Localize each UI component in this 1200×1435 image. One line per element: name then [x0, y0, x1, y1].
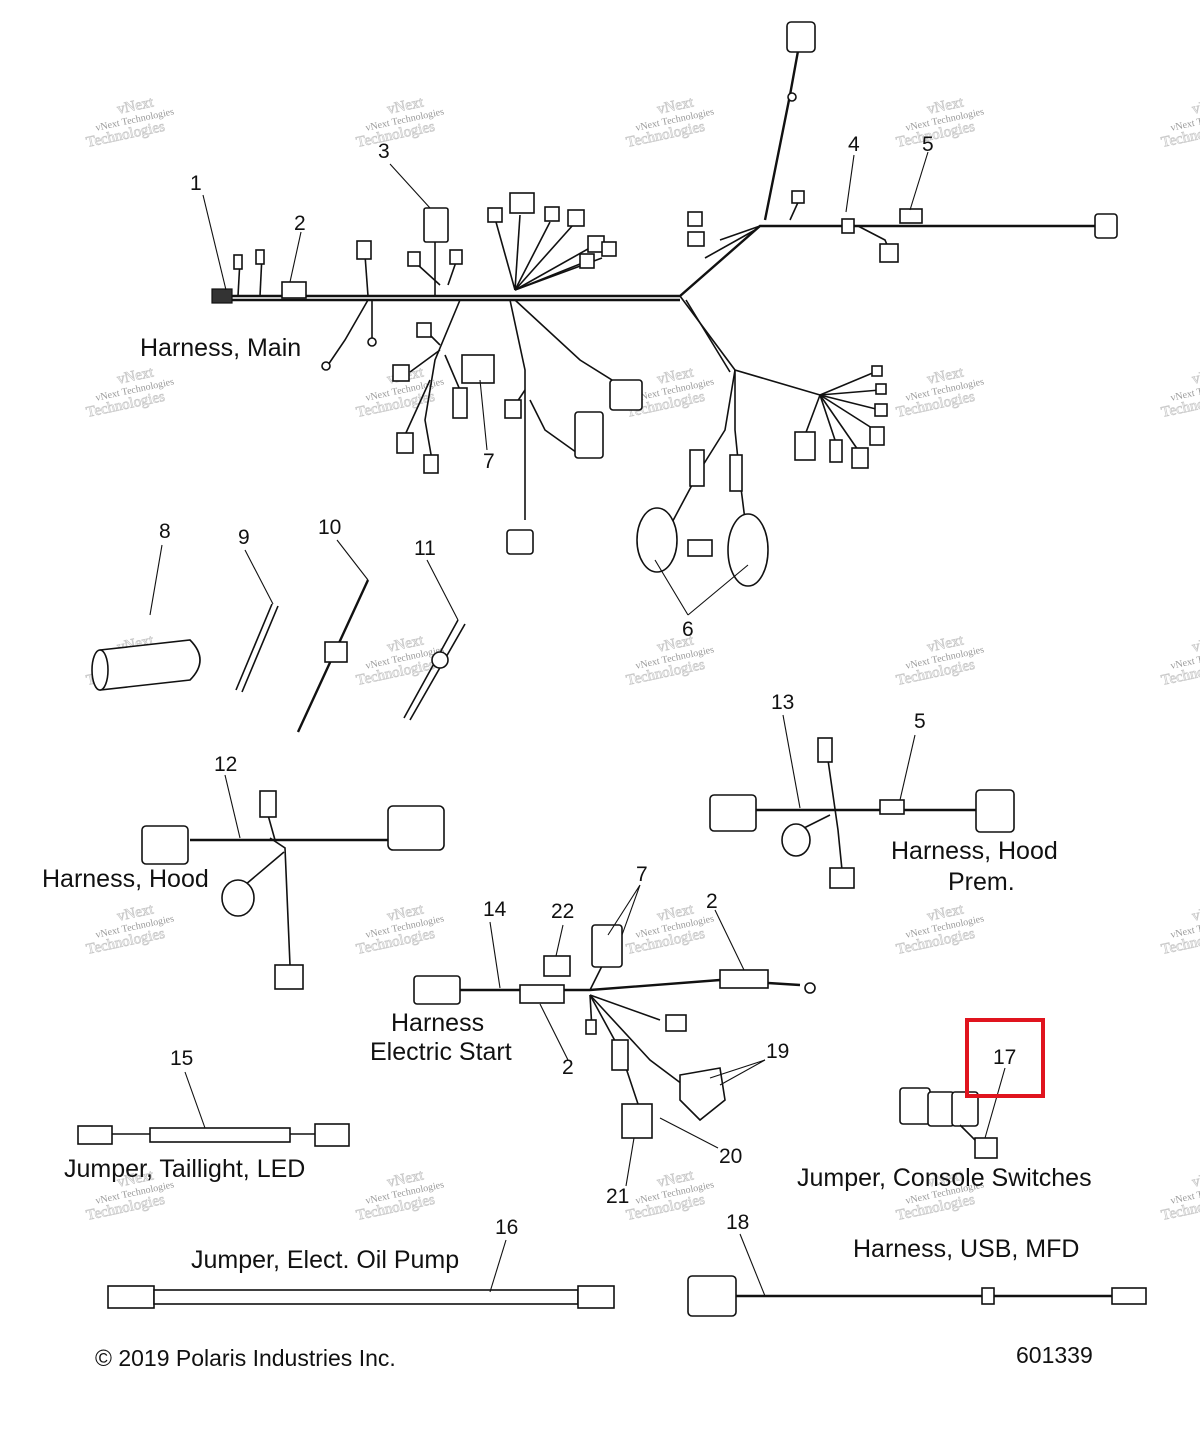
jumper-oil-pump-drawing[interactable]	[107, 1285, 615, 1309]
harness-hood-drawing[interactable]	[141, 790, 445, 990]
highlight-box	[965, 1018, 1045, 1098]
harness-usb-drawing[interactable]	[687, 1275, 1147, 1317]
svg-text:vNext: vNext	[1191, 364, 1200, 387]
callout-18[interactable]: 18	[726, 1211, 749, 1234]
callout-17[interactable]: 17	[993, 1046, 1016, 1069]
leader-lines	[149, 151, 1006, 1297]
svg-text:vNext: vNext	[1191, 632, 1200, 655]
captions: Harness, Main Harness, Hood Harness, Hoo…	[42, 334, 1092, 1274]
caption-electric-start-1: Harness	[391, 1009, 484, 1037]
harness-electric-start-drawing[interactable]	[413, 924, 816, 1139]
callout-5b[interactable]: 5	[914, 710, 926, 733]
callout-15[interactable]: 15	[170, 1047, 193, 1070]
callout-1[interactable]: 1	[190, 172, 202, 195]
callout-19[interactable]: 19	[766, 1040, 789, 1063]
callout-4[interactable]: 4	[848, 133, 860, 156]
caption-harness-usb: Harness, USB, MFD	[853, 1235, 1079, 1263]
part-8-sleeve[interactable]	[91, 639, 201, 691]
copyright-text: © 2019 Polaris Industries Inc.	[95, 1345, 396, 1371]
svg-text:vNext: vNext	[1191, 901, 1200, 924]
callout-7[interactable]: 7	[483, 450, 495, 473]
callout-14[interactable]: 14	[483, 898, 507, 921]
jumper-taillight-drawing[interactable]	[77, 1123, 350, 1147]
callout-20[interactable]: 20	[719, 1145, 742, 1168]
part-11-clip[interactable]	[403, 619, 466, 721]
diagram-number: 601339	[1016, 1342, 1093, 1368]
jumper-console-switches-drawing[interactable]	[899, 1087, 998, 1159]
harness-hood-prem-drawing[interactable]	[709, 737, 1015, 889]
callout-10[interactable]: 10	[318, 516, 341, 539]
callout-7b[interactable]: 7	[636, 863, 648, 886]
caption-jumper-oil-pump: Jumper, Elect. Oil Pump	[191, 1246, 459, 1274]
caption-harness-main: Harness, Main	[140, 334, 301, 362]
callout-2b[interactable]: 2	[706, 890, 718, 913]
callout-6[interactable]: 6	[682, 618, 694, 641]
callout-2[interactable]: 2	[294, 212, 306, 235]
callout-numbers: 1 2 3 4 5 6 7 8 9 10 11 12 13 5 7 14 22 …	[159, 133, 1016, 1239]
callout-9[interactable]: 9	[238, 526, 250, 549]
svg-text:vNext: vNext	[1191, 1167, 1200, 1190]
callout-13[interactable]: 13	[771, 691, 794, 714]
caption-electric-start-2: Electric Start	[370, 1038, 512, 1066]
callout-2c[interactable]: 2	[562, 1056, 574, 1079]
callout-8[interactable]: 8	[159, 520, 171, 543]
callout-21[interactable]: 21	[606, 1185, 629, 1208]
caption-harness-hood-prem-2: Prem.	[948, 868, 1015, 896]
caption-harness-hood: Harness, Hood	[42, 865, 209, 893]
caption-jumper-console: Jumper, Console Switches	[797, 1164, 1092, 1192]
callout-3[interactable]: 3	[378, 140, 390, 163]
callout-5[interactable]: 5	[922, 133, 934, 156]
part-10-tie[interactable]	[296, 579, 370, 733]
harness-main-drawing[interactable]	[211, 21, 1118, 587]
callout-16[interactable]: 16	[495, 1216, 518, 1239]
caption-harness-hood-prem-1: Harness, Hood	[891, 837, 1058, 865]
part-9-tie[interactable]	[235, 603, 279, 693]
callout-11[interactable]: 11	[414, 537, 436, 560]
callout-12[interactable]: 12	[214, 753, 237, 776]
caption-jumper-taillight: Jumper, Taillight, LED	[64, 1155, 305, 1183]
callout-22[interactable]: 22	[551, 900, 574, 923]
svg-text:vNext: vNext	[1191, 94, 1200, 117]
